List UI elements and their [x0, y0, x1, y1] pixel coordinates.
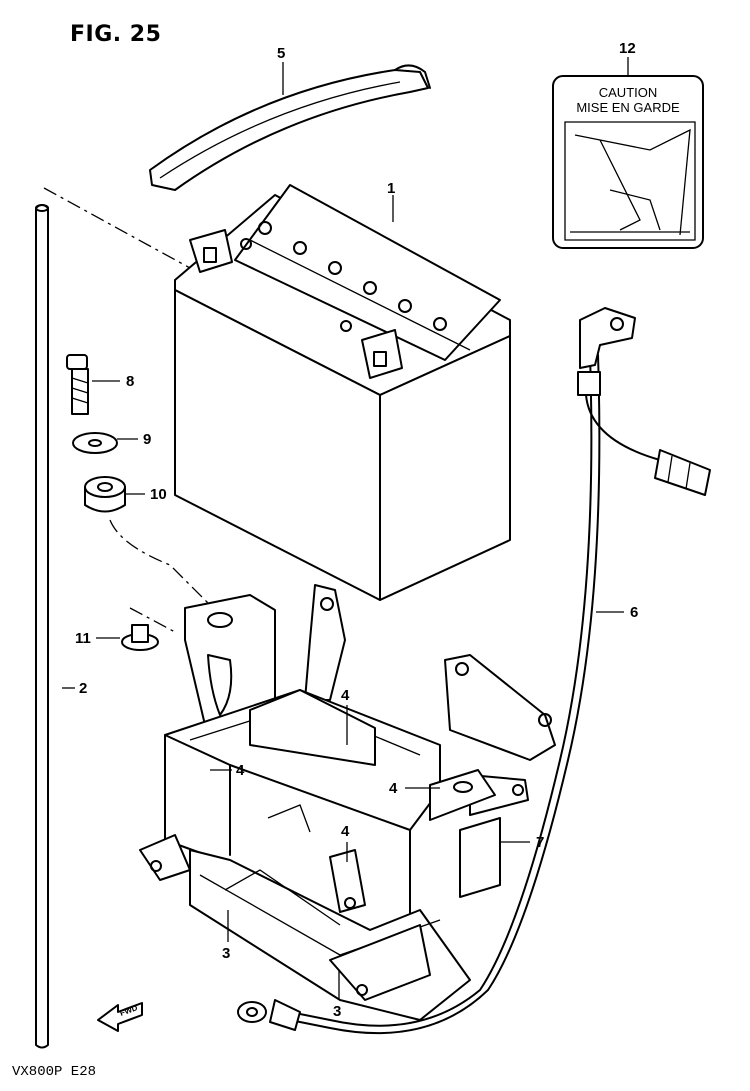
- part-10-cushion: [84, 476, 126, 513]
- callout-6: 6: [630, 604, 638, 621]
- callout-4a: 4: [341, 687, 350, 704]
- caution-label-line1: CAUTION: [599, 85, 658, 100]
- part-5-battery-strap: [149, 64, 431, 191]
- alignment-line-nut: [129, 607, 176, 633]
- caution-label-line2: MISE EN GARDE: [576, 100, 680, 115]
- callout-3b: 3: [333, 1003, 341, 1020]
- alignment-line-cushion: [109, 519, 216, 611]
- part-6-ground-cable: [237, 307, 711, 1035]
- model-code: VX800P E28: [12, 1064, 97, 1080]
- callout-10: 10: [150, 486, 167, 503]
- callout-12: 12: [619, 40, 636, 57]
- callout-3a: 3: [222, 945, 230, 962]
- figure-title: FIG. 25: [70, 22, 162, 47]
- part-8-bolt: [66, 354, 89, 415]
- callout-4d: 4: [341, 823, 350, 840]
- callout-9: 9: [143, 431, 151, 448]
- callout-5: 5: [277, 45, 285, 62]
- alignment-line-tube: [43, 187, 191, 269]
- callout-7: 7: [536, 834, 544, 851]
- callout-1: 1: [387, 180, 395, 197]
- callout-4b: 4: [236, 762, 245, 779]
- callout-8: 8: [126, 373, 134, 390]
- part-9-washer: [72, 432, 118, 454]
- part-2-breather-tube: [35, 204, 49, 1049]
- part-1-battery: [174, 184, 511, 601]
- part-11-nut: [121, 624, 159, 651]
- fwd-direction-marker: FWD: [97, 1002, 143, 1032]
- part-7-pad: [459, 817, 501, 898]
- part-3-battery-holder: [139, 584, 556, 1021]
- callout-4c: 4: [389, 780, 398, 797]
- callout-2: 2: [79, 680, 87, 697]
- callout-11: 11: [75, 630, 91, 647]
- callout-labels: 1 2 3 3 4 4 4 4 5 6 7 8 9 10 11 12: [62, 40, 638, 1020]
- part-12-caution-label: CAUTION MISE EN GARDE: [552, 75, 704, 249]
